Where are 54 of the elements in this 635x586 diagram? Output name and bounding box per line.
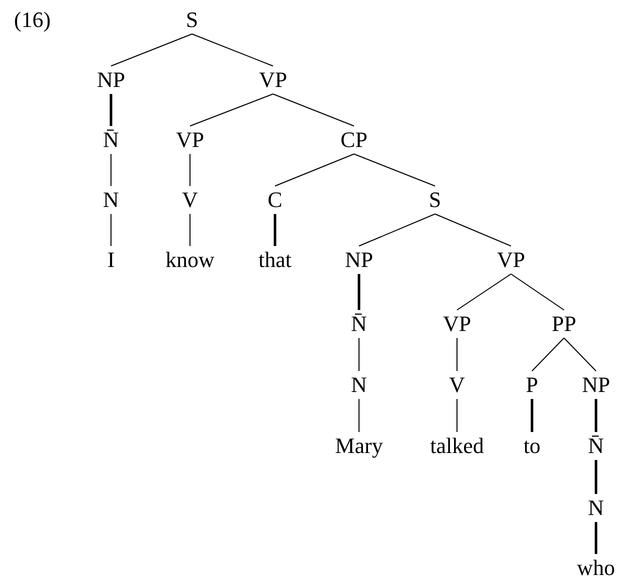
branch-line	[434, 214, 512, 246]
branch-line	[272, 94, 354, 126]
branch-line	[456, 338, 458, 372]
tree-node-label: NP	[344, 246, 374, 274]
tree-node-label: PP	[550, 310, 578, 338]
tree-node-label: S	[428, 186, 442, 214]
tree-node-label: N	[102, 186, 120, 214]
branch-line	[110, 34, 192, 66]
tree-node-label: who	[576, 554, 616, 582]
tree-node-label: to	[522, 432, 542, 460]
tree-node-label: V	[181, 186, 199, 214]
tree-node-label: S	[184, 6, 200, 34]
branch-line	[358, 338, 360, 372]
tree-node-label: I	[106, 246, 116, 274]
tree-node-label: V	[448, 371, 466, 399]
tree-node-label: VP	[174, 126, 206, 154]
branch-line	[110, 214, 112, 246]
branch-line	[274, 154, 354, 186]
branch-line	[110, 154, 112, 186]
tree-node-label: CP	[340, 126, 368, 154]
tree-node-label: that	[258, 246, 292, 274]
branch-line	[354, 154, 436, 186]
branch-line	[358, 274, 360, 310]
tree-node-label: N	[350, 371, 368, 399]
tree-node-label: NP	[580, 371, 612, 399]
branch-line	[594, 460, 598, 494]
branch-line	[358, 398, 360, 432]
branch-line	[594, 522, 598, 554]
tree-node-label: N̄	[587, 432, 605, 460]
branch-line	[358, 214, 436, 246]
tree-node-label: N̄	[350, 310, 368, 338]
branch-line	[532, 338, 564, 372]
branch-line	[274, 214, 276, 246]
branch-line	[594, 399, 598, 432]
tree-node-label: N	[587, 494, 605, 522]
tree-node-label: Mary	[334, 432, 384, 460]
tree-node-label: C	[266, 186, 284, 214]
example-number: (16)	[14, 6, 51, 34]
branch-line	[564, 338, 596, 372]
tree-node-label: VP	[258, 66, 288, 94]
tree-node-label: VP	[496, 246, 526, 274]
tree-node-label: NP	[96, 66, 126, 94]
branch-line	[192, 34, 274, 66]
branch-line	[510, 274, 564, 310]
branch-line	[456, 398, 458, 432]
tree-node-label: talked	[429, 432, 485, 460]
branch-line	[456, 274, 512, 310]
branch-line	[110, 94, 112, 126]
branch-line	[530, 399, 534, 432]
tree-node-label: VP	[442, 310, 472, 338]
tree-node-label: N̄	[102, 126, 120, 154]
tree-node-label: P	[524, 371, 540, 399]
branch-line	[190, 94, 274, 126]
tree-node-label: know	[164, 246, 216, 274]
